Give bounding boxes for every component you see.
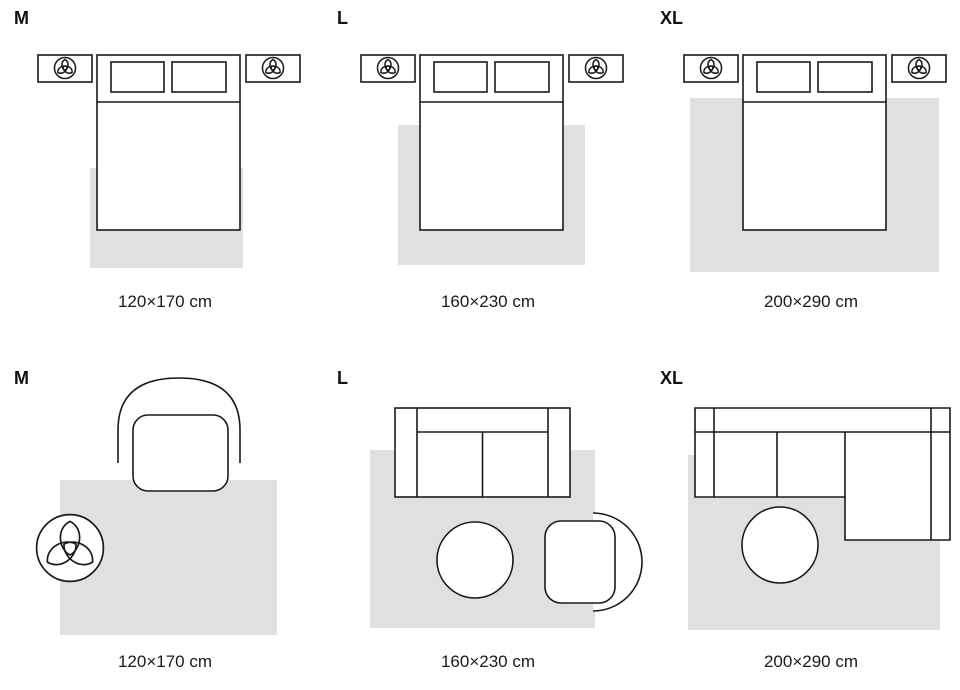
pillow [494, 61, 550, 93]
panel-bedroom-m: M 120×170 cm [0, 0, 320, 330]
plant-icon [699, 56, 723, 80]
coffee-table [436, 521, 514, 599]
bedroom-scene-m [37, 54, 301, 268]
corner-sofa [694, 407, 951, 541]
dimension-label: 120×170 cm [117, 292, 213, 311]
dimension-label: 160×230 cm [440, 652, 536, 671]
size-label: M [14, 8, 29, 28]
panel-living-l: L 160×230 cm [323, 360, 643, 690]
panel-living-xl: XL 200×290 cm [646, 360, 960, 690]
pillow [817, 61, 873, 93]
plant-icon [584, 56, 608, 80]
living-scene-l [370, 407, 643, 628]
bedroom-scene-l [360, 54, 624, 265]
size-label: L [337, 368, 348, 388]
coffee-table [741, 506, 819, 584]
pillow [110, 61, 165, 93]
plant-icon [53, 56, 77, 80]
living-scene-m [35, 377, 277, 635]
dimension-label: 200×290 cm [763, 292, 859, 311]
pillow [756, 61, 811, 93]
armchair-seat [132, 414, 229, 492]
dimension-label: 200×290 cm [763, 652, 859, 671]
panel-bedroom-l: L 160×230 cm [323, 0, 643, 330]
armchair-seat [544, 520, 616, 604]
plant-icon [376, 56, 400, 80]
pillow [171, 61, 227, 93]
plant-icon [907, 56, 931, 80]
plant-icon [35, 513, 105, 583]
dimension-label: 120×170 cm [117, 652, 213, 671]
panel-bedroom-xl: XL 200×290 cm [646, 0, 960, 330]
dimension-label: 160×230 cm [440, 292, 536, 311]
living-scene-xl [688, 407, 951, 630]
bedroom-scene-xl [683, 54, 947, 272]
pillow [433, 61, 488, 93]
plant-icon [261, 56, 285, 80]
size-label: XL [660, 8, 684, 28]
size-label: L [337, 8, 348, 28]
size-label: M [14, 368, 29, 388]
size-label: XL [660, 368, 684, 388]
panel-living-m: M 120×170 cm [0, 360, 320, 690]
